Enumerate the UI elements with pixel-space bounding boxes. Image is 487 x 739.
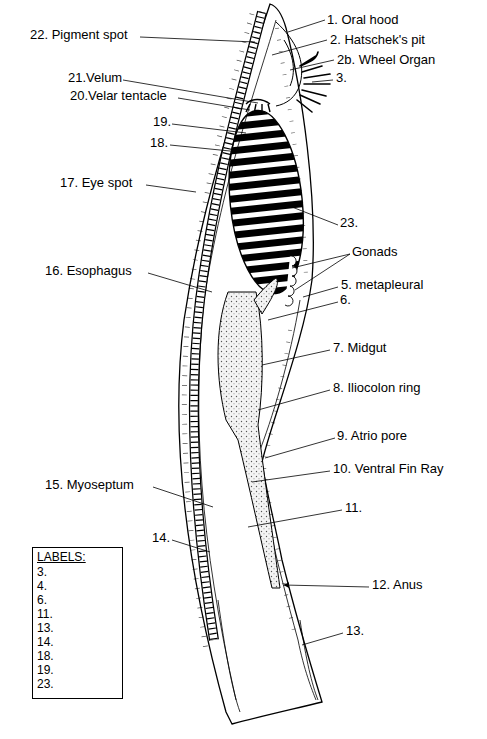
part-label: 9. Atrio pore — [337, 428, 407, 443]
part-label: 19. — [153, 114, 171, 129]
answer-number: 23. — [37, 677, 118, 691]
part-label: 2. Hatschek's pit — [330, 32, 425, 47]
gut — [218, 292, 280, 588]
part-label: 17. Eye spot — [60, 175, 132, 190]
part-label: 13. — [346, 623, 364, 638]
part-label: 6. — [340, 292, 351, 307]
answer-number: 4. — [37, 579, 118, 593]
answer-number: 19. — [37, 663, 118, 677]
part-label: 14. — [152, 530, 170, 545]
answer-number: 13. — [37, 621, 118, 635]
part-label: 8. Iliocolon ring — [333, 380, 420, 395]
part-label: 12. Anus — [372, 577, 423, 592]
box-heading: LABELS: — [37, 550, 118, 564]
answer-number: 14. — [37, 635, 118, 649]
part-label: 2b. Wheel Organ — [337, 52, 435, 67]
part-label: 18. — [150, 135, 168, 150]
caudal-fin — [218, 600, 318, 712]
answer-number: 6. — [37, 593, 118, 607]
part-label: 20.Velar tentacle — [70, 88, 167, 103]
part-label: 23. — [340, 215, 358, 230]
leader-lines — [123, 20, 350, 645]
part-label: Gonads — [352, 244, 398, 259]
part-label: 16. Esophagus — [45, 263, 132, 278]
oral-hood — [276, 22, 302, 106]
hepatic-caecum — [254, 278, 277, 314]
answer-number: 3. — [37, 565, 118, 579]
answer-number: 18. — [37, 649, 118, 663]
leader-arrow — [284, 585, 369, 587]
part-label: 7. Midgut — [333, 340, 386, 355]
labels-box: LABELS:3.4.6.11.13.14.18.19.23. — [32, 547, 123, 699]
part-label: 3. — [336, 70, 347, 85]
part-label: 11. — [345, 500, 362, 515]
part-label: 5. metapleural — [341, 277, 423, 292]
answer-number: 11. — [37, 607, 118, 621]
pharynx — [221, 107, 312, 298]
part-label: 15. Myoseptum — [45, 477, 134, 492]
part-label: 21.Velum — [68, 70, 122, 85]
part-label: 1. Oral hood — [327, 12, 399, 27]
body-outline — [179, 4, 322, 724]
gonads — [285, 256, 297, 306]
part-label: 10. Ventral Fin Ray — [333, 461, 444, 476]
part-label: 22. Pigment spot — [30, 27, 128, 42]
